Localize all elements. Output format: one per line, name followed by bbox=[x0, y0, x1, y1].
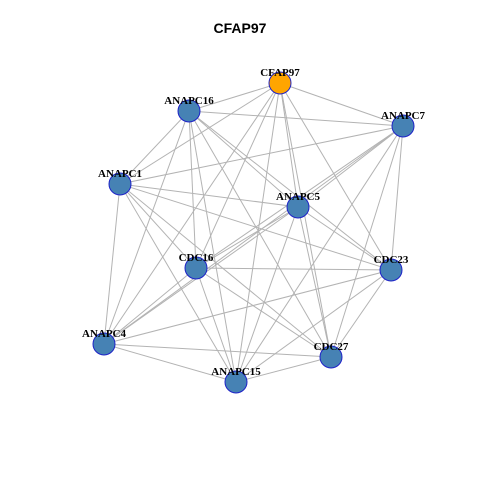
edge-cfap97-anapc4 bbox=[103, 82, 281, 345]
node-cfap97 bbox=[268, 71, 292, 95]
node-label-cdc27: CDC27 bbox=[314, 341, 349, 353]
edge-anapc4-cdc27 bbox=[103, 343, 332, 358]
edge-anapc5-cdc23 bbox=[297, 206, 392, 271]
edge-cfap97-anapc1 bbox=[119, 82, 281, 185]
edge-anapc16-cdc16 bbox=[188, 110, 197, 269]
node-anapc16 bbox=[177, 99, 201, 123]
edge-anapc1-cdc23 bbox=[119, 183, 392, 271]
edge-cdc16-cdc27 bbox=[195, 267, 332, 358]
edge-anapc16-anapc15 bbox=[188, 110, 237, 383]
edge-cfap97-cdc27 bbox=[279, 82, 332, 358]
node-label-anapc7: ANAPC7 bbox=[381, 110, 425, 122]
edge-anapc1-cdc27 bbox=[119, 183, 332, 358]
node-anapc1 bbox=[108, 172, 132, 196]
edge-cdc27-anapc15 bbox=[235, 356, 332, 383]
node-cdc23 bbox=[379, 258, 403, 282]
edge-anapc5-cdc16 bbox=[195, 206, 299, 269]
plot-title: CFAP97 bbox=[213, 20, 267, 36]
edge-anapc7-anapc1 bbox=[119, 125, 404, 185]
edge-anapc5-anapc15 bbox=[235, 206, 299, 383]
node-label-cfap97: CFAP97 bbox=[260, 67, 300, 79]
edge-cfap97-anapc5 bbox=[279, 82, 299, 208]
edge-anapc7-cdc23 bbox=[390, 125, 404, 271]
edge-cfap97-cdc16 bbox=[195, 82, 281, 269]
node-label-cdc16: CDC16 bbox=[179, 252, 214, 264]
edge-cfap97-anapc16 bbox=[188, 82, 281, 112]
edge-layer bbox=[103, 82, 404, 383]
node-label-anapc4: ANAPC4 bbox=[82, 328, 126, 340]
edge-cfap97-anapc15 bbox=[235, 82, 281, 383]
edge-anapc16-anapc7 bbox=[188, 110, 404, 127]
edge-anapc16-cdc23 bbox=[188, 110, 392, 271]
edge-anapc4-anapc15 bbox=[103, 343, 237, 383]
node-anapc4 bbox=[92, 332, 116, 356]
node-label-anapc16: ANAPC16 bbox=[164, 95, 214, 107]
edge-anapc5-cdc27 bbox=[297, 206, 332, 358]
edge-cfap97-anapc7 bbox=[279, 82, 404, 127]
edge-cdc16-anapc4 bbox=[103, 267, 197, 345]
edge-cdc16-anapc15 bbox=[195, 267, 237, 383]
node-anapc5 bbox=[286, 195, 310, 219]
edge-cfap97-cdc23 bbox=[279, 82, 392, 271]
edge-anapc7-anapc15 bbox=[235, 125, 404, 383]
node-anapc15 bbox=[224, 370, 248, 394]
node-anapc7 bbox=[391, 114, 415, 138]
node-label-cdc23: CDC23 bbox=[374, 254, 409, 266]
edge-anapc7-cdc27 bbox=[330, 125, 404, 358]
node-cdc27 bbox=[319, 345, 343, 369]
node-label-anapc15: ANAPC15 bbox=[211, 366, 261, 378]
edge-cdc23-cdc27 bbox=[330, 269, 392, 358]
node-label-anapc5: ANAPC5 bbox=[276, 191, 320, 203]
edge-anapc1-anapc5 bbox=[119, 183, 299, 208]
node-cdc16 bbox=[184, 256, 208, 280]
node-layer bbox=[92, 71, 415, 394]
edge-cdc23-anapc4 bbox=[103, 269, 392, 345]
edge-anapc7-anapc5 bbox=[297, 125, 404, 208]
edge-anapc16-anapc1 bbox=[119, 110, 190, 185]
edge-anapc16-anapc4 bbox=[103, 110, 190, 345]
edge-cdc16-cdc23 bbox=[195, 267, 392, 271]
edge-anapc1-cdc16 bbox=[119, 183, 197, 269]
edge-anapc7-anapc4 bbox=[103, 125, 404, 345]
edge-cdc23-anapc15 bbox=[235, 269, 392, 383]
node-label-anapc1: ANAPC1 bbox=[98, 168, 142, 180]
edge-anapc1-anapc4 bbox=[103, 183, 121, 345]
